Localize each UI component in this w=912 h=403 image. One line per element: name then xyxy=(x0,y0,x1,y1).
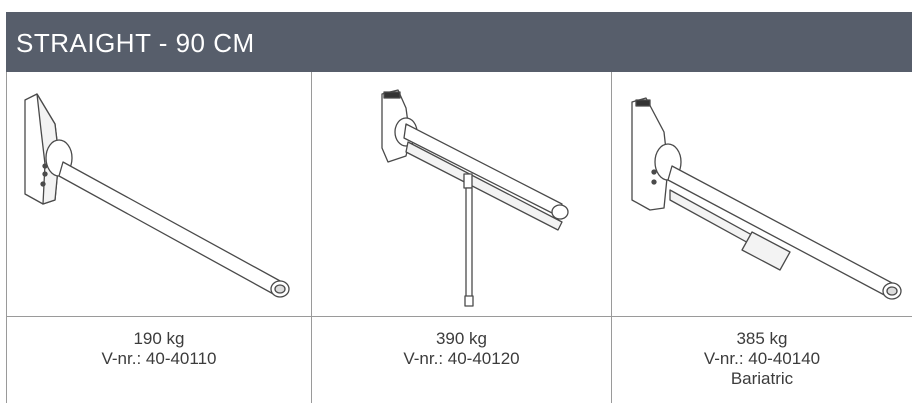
product-info-cell: 190 kg V-nr.: 40-40110 xyxy=(7,316,311,403)
column-divider xyxy=(6,72,7,403)
row-divider xyxy=(6,316,912,317)
product-image-cell xyxy=(7,72,311,316)
section-header: STRAIGHT - 90 CM xyxy=(6,12,912,72)
product-number: V-nr.: 40-40120 xyxy=(403,349,520,368)
product-info-cell: 390 kg V-nr.: 40-40120 xyxy=(312,316,611,403)
product-weight: 190 kg xyxy=(133,329,185,348)
grab-bar-straight-image xyxy=(24,93,290,298)
product-table: 190 kg V-nr.: 40-40110 390 kg V-nr.: 40-… xyxy=(6,72,912,403)
product-image-cell xyxy=(312,72,611,316)
grab-bar-bariatric-image xyxy=(631,97,902,300)
product-weight: 385 kg xyxy=(736,329,788,348)
product-number: V-nr.: 40-40110 xyxy=(101,349,217,368)
section-title: STRAIGHT - 90 CM xyxy=(16,28,255,58)
product-note: Bariatric xyxy=(730,369,794,388)
column-divider xyxy=(311,72,312,403)
product-image-cell xyxy=(612,72,912,316)
product-number: V-nr.: 40-40140 xyxy=(703,349,821,368)
product-weight: 390 kg xyxy=(435,329,488,348)
column-divider xyxy=(611,72,612,403)
grab-bar-with-leg-image xyxy=(381,89,569,307)
product-info-cell: 385 kg V-nr.: 40-40140 Bariatric xyxy=(612,316,912,403)
